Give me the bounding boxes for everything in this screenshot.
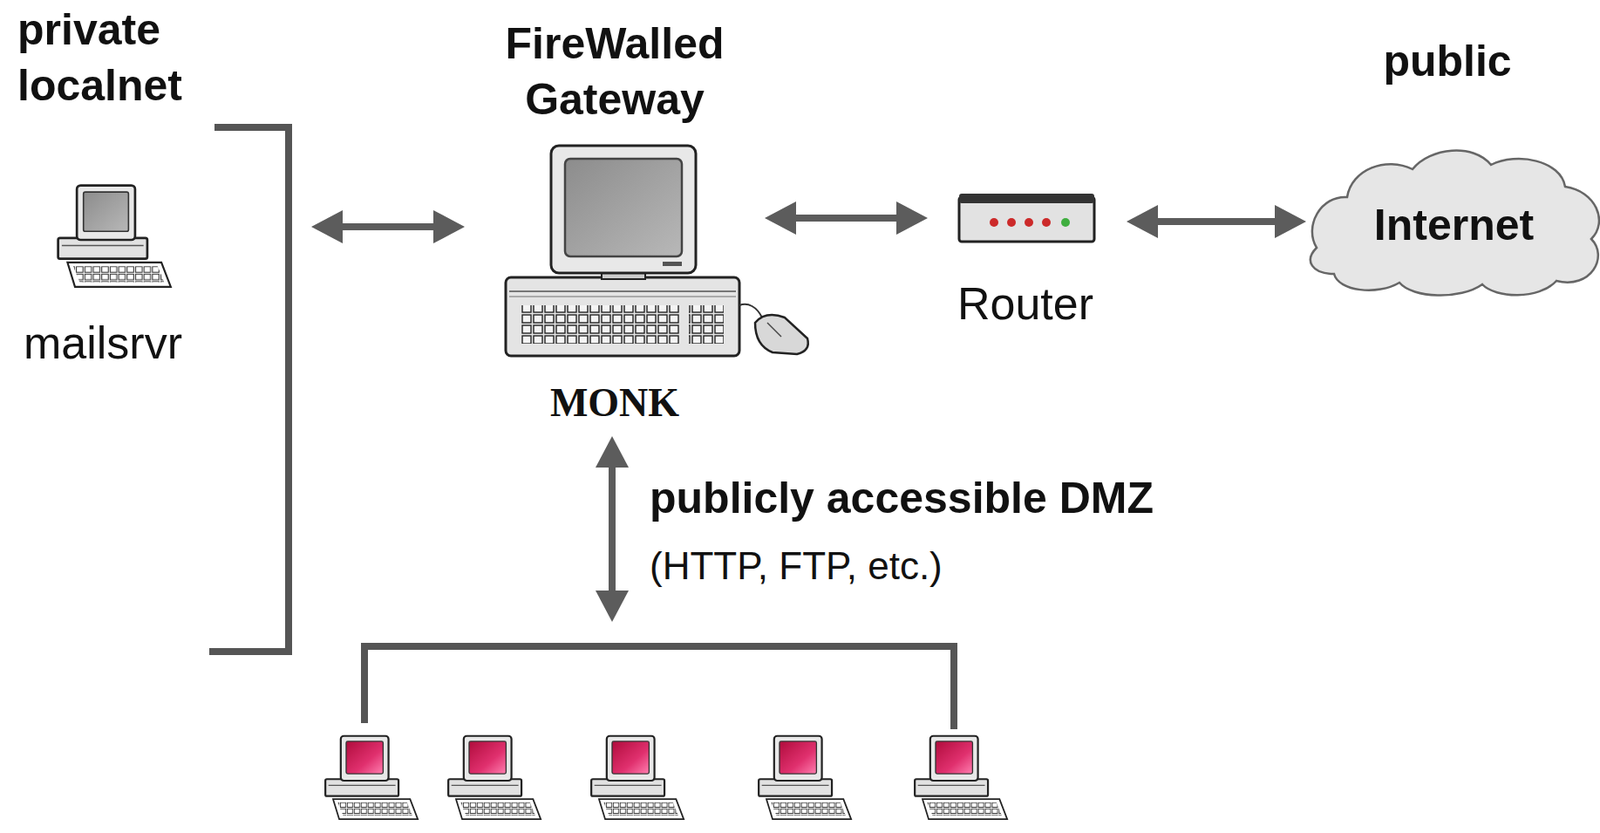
- node-label: public: [1307, 33, 1587, 89]
- arrow-shaft: [337, 223, 439, 231]
- gateway-node: FireWalled GatewayMONK: [483, 8, 746, 426]
- double-arrow: [764, 201, 928, 235]
- arrow-head: [595, 435, 629, 468]
- node-label: (HTTP, FTP, etc.): [649, 543, 1051, 589]
- node-label: Router: [946, 277, 1104, 330]
- arrow-shaft: [790, 214, 902, 222]
- computer-icon: [591, 735, 684, 819]
- server-node: mailsrvr: [6, 178, 199, 375]
- router-node: Router: [946, 187, 1104, 332]
- computer-icon: [325, 735, 418, 819]
- arrow-head: [896, 201, 928, 235]
- dmz-zone: publicly accessible DMZ(HTTP, FTP, etc.): [331, 646, 977, 833]
- double-arrow: [1126, 204, 1307, 239]
- arrow-head: [764, 201, 797, 235]
- computer-icon: [448, 735, 541, 819]
- router-device: [959, 193, 1095, 242]
- arrow-head: [311, 210, 343, 244]
- zone-bracket: [209, 127, 289, 652]
- internet-node: publicInternet: [1307, 17, 1600, 297]
- computer-icon: [914, 735, 1008, 819]
- computer-icon: [58, 185, 171, 287]
- gateway-computer: [505, 145, 809, 356]
- node-label: private localnet: [17, 1, 280, 114]
- arrow-shaft: [608, 462, 616, 596]
- node-label: MONK: [483, 380, 746, 426]
- node-label: mailsrvr: [6, 316, 199, 369]
- node-label: publicly accessible DMZ: [649, 469, 1260, 526]
- node-label: Internet: [1307, 197, 1600, 253]
- arrow-head: [1126, 204, 1158, 239]
- node-label: FireWalled Gateway: [483, 15, 746, 128]
- dmz-bus: [364, 646, 954, 729]
- double-arrow: [595, 435, 629, 622]
- network-zone: private localnet mailsrvr: [0, 0, 289, 654]
- double-arrow: [311, 210, 465, 244]
- arrow-head: [1274, 204, 1307, 239]
- arrow-head: [595, 590, 629, 622]
- arrow-shaft: [1152, 217, 1280, 225]
- computer-icon: [758, 735, 852, 819]
- arrow-head: [433, 210, 465, 244]
